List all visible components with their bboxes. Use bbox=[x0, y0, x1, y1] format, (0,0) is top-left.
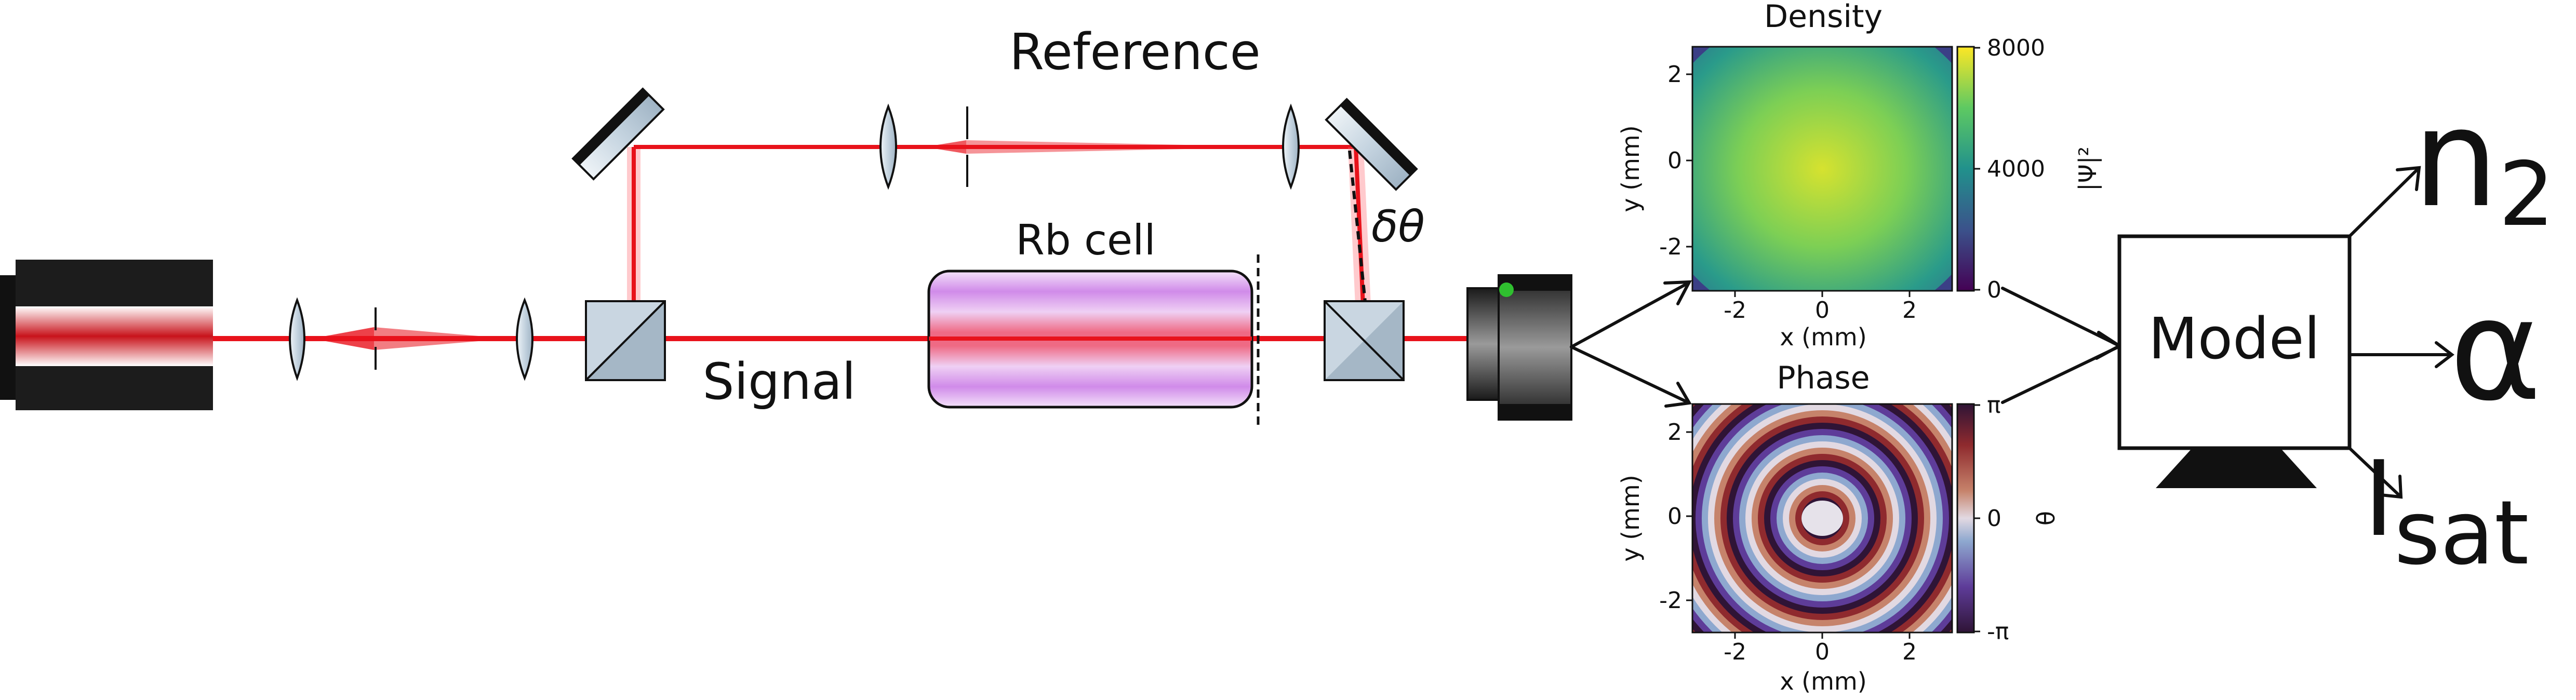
phase-xtick: 2 bbox=[1902, 639, 1917, 665]
svg-text:Isat: Isat bbox=[2364, 439, 2529, 585]
phase-plot: Phase 2 0 -2 -2 0 2 x (mm) y (mm) bbox=[1617, 360, 2060, 695]
density-title: Density bbox=[1764, 0, 1883, 35]
phase-rings bbox=[1692, 404, 1952, 632]
density-x-ticks: -2 0 2 bbox=[1724, 291, 1917, 324]
phase-colorbar-ticks: π 0 -π bbox=[1974, 392, 2009, 645]
model-computer: Model bbox=[2117, 234, 2352, 488]
model-label: Model bbox=[2148, 305, 2320, 372]
laser-source bbox=[0, 260, 213, 410]
output-alpha: α bbox=[2449, 268, 2542, 432]
phase-ylabel: y (mm) bbox=[1617, 475, 1645, 561]
phase-xtick: 0 bbox=[1815, 639, 1830, 665]
isat-sub: sat bbox=[2394, 482, 2529, 585]
density-cbar-tick: 8000 bbox=[1987, 35, 2045, 61]
n2-base: n bbox=[2413, 80, 2499, 237]
density-cbar-tick: 4000 bbox=[1987, 156, 2045, 182]
density-y-ticks: 2 0 -2 bbox=[1659, 61, 1692, 260]
phase-cbar-tick: π bbox=[1987, 392, 2001, 419]
phase-xtick: -2 bbox=[1724, 639, 1746, 665]
phase-ytick: -2 bbox=[1659, 587, 1682, 614]
camera-arrows bbox=[1570, 280, 1692, 408]
mirror-2 bbox=[1325, 98, 1418, 191]
phase-ytick: 0 bbox=[1667, 503, 1682, 530]
density-cbar-label: |Ψ|² bbox=[2074, 146, 2102, 191]
lens-4 bbox=[1282, 103, 1300, 190]
phase-y-ticks: 2 0 -2 bbox=[1659, 419, 1692, 614]
density-ylabel: y (mm) bbox=[1617, 125, 1645, 212]
output-n2: n2 bbox=[2413, 80, 2555, 246]
phase-cbar-label: θ bbox=[2032, 511, 2060, 526]
density-ytick: 0 bbox=[1667, 147, 1682, 174]
mirror-1 bbox=[571, 87, 665, 181]
density-plot: Density 2 0 -2 -2 0 2 x (mm) y (mm) bbox=[1617, 0, 2102, 351]
phase-cbar-tick: 0 bbox=[1987, 505, 2001, 532]
phase-x-ticks: -2 0 2 bbox=[1724, 632, 1917, 665]
density-colorbar bbox=[1956, 46, 1975, 292]
signal-beam bbox=[213, 327, 1470, 350]
beam-splitter-2 bbox=[1324, 300, 1405, 381]
phase-xlabel: x (mm) bbox=[1780, 667, 1866, 695]
beam-splitter-1 bbox=[585, 300, 666, 381]
panel-to-model-arrows bbox=[2001, 287, 2123, 404]
density-xtick: 2 bbox=[1902, 297, 1917, 324]
rb-cell bbox=[927, 270, 1253, 409]
output-isat: Isat bbox=[2364, 439, 2529, 585]
density-xtick: 0 bbox=[1815, 297, 1830, 324]
delta-theta-label: δθ bbox=[1371, 201, 1425, 252]
n2-sub: 2 bbox=[2499, 143, 2555, 246]
density-xlabel: x (mm) bbox=[1780, 323, 1866, 351]
rb-cell-label: Rb cell bbox=[1016, 216, 1155, 264]
lens-1 bbox=[289, 297, 305, 381]
density-colorbar-ticks: 8000 4000 0 bbox=[1974, 35, 2045, 303]
phase-cbar-tick: -π bbox=[1987, 618, 2009, 645]
reference-label: Reference bbox=[1009, 23, 1260, 81]
signal-label: Signal bbox=[703, 353, 856, 411]
density-xtick: -2 bbox=[1724, 297, 1746, 324]
phase-title: Phase bbox=[1777, 360, 1870, 396]
density-ytick: 2 bbox=[1667, 61, 1682, 88]
model-output-arrows bbox=[2348, 166, 2454, 499]
density-ytick: -2 bbox=[1659, 234, 1682, 260]
phase-ytick: 2 bbox=[1667, 419, 1682, 446]
isat-base: I bbox=[2364, 439, 2394, 560]
camera bbox=[1466, 274, 1572, 421]
lens-3 bbox=[879, 103, 897, 190]
phase-colorbar bbox=[1956, 403, 1975, 634]
density-cbar-tick: 0 bbox=[1987, 277, 2001, 303]
svg-text:n2: n2 bbox=[2413, 80, 2555, 246]
phase-center bbox=[1801, 501, 1843, 536]
lens-2 bbox=[516, 297, 533, 381]
